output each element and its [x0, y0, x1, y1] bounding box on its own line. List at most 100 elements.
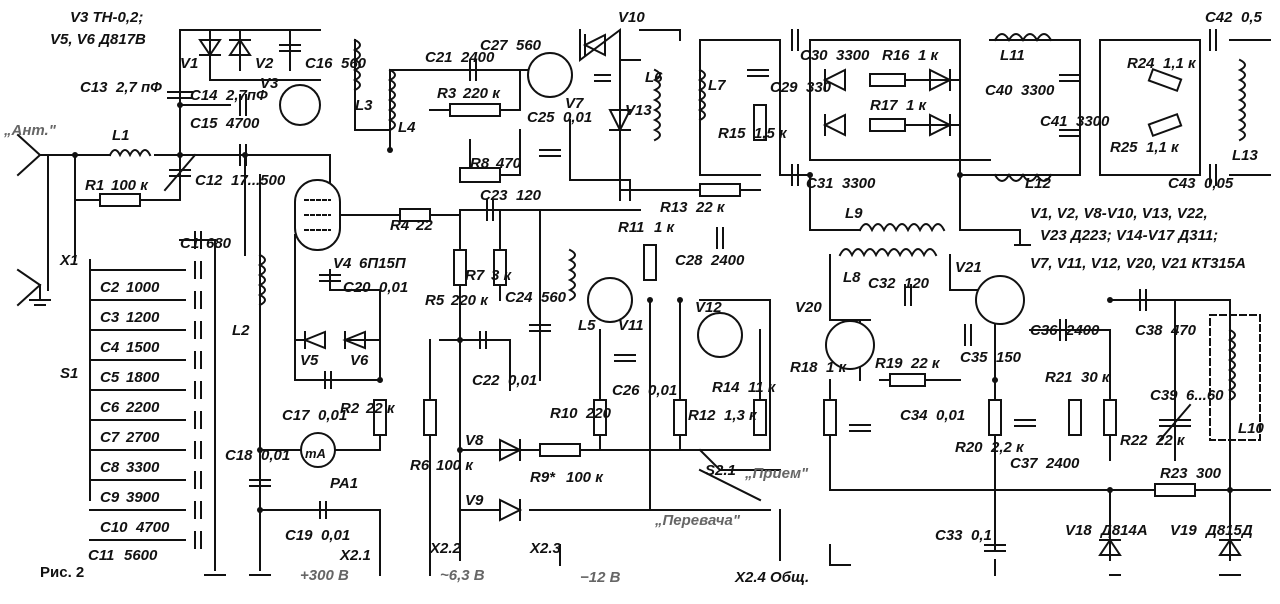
- component-value-r5: 220 к: [450, 292, 489, 309]
- resistor-r14: [753, 399, 767, 436]
- capacitor-c28: [716, 227, 724, 249]
- component-ref-c11: C11: [88, 547, 114, 564]
- component-ref-v5: V5: [300, 352, 319, 369]
- component-value-v19: Д815Д: [1204, 522, 1253, 539]
- component-value-r10: 220: [585, 405, 612, 422]
- capacitor-c19: [319, 501, 327, 519]
- component-ref-c24: C24: [505, 289, 533, 306]
- component-value-c8: 3300: [126, 459, 160, 476]
- capacitor-c6: [194, 381, 202, 399]
- resistor-r4: [399, 208, 431, 222]
- component-value-c17: 0,01: [318, 407, 347, 424]
- component-ref-c41: C41: [1040, 113, 1068, 130]
- component-value-r18: 1 к: [826, 359, 848, 376]
- component-ref-v13: V13: [625, 102, 652, 119]
- transistor-v11: [587, 277, 633, 323]
- component-ref-c27: C27: [480, 37, 508, 54]
- component-ref-l10: L10: [1238, 420, 1265, 437]
- component-value-r11: 1 к: [654, 219, 676, 236]
- ground-symbol: [1014, 174, 1271, 246]
- component-ref-v4: V4: [333, 255, 352, 272]
- component-ref-v10: V10: [618, 9, 645, 26]
- capacitor-c20: [319, 274, 341, 282]
- capacitor-c17: [324, 371, 332, 389]
- resistor-r20: [988, 399, 1002, 436]
- component-value-r6: 100 к: [436, 457, 474, 474]
- zener-v19: [1218, 538, 1242, 556]
- component-ref-r17: R17: [870, 97, 898, 114]
- component-ref-r4: R4: [390, 217, 410, 234]
- labels: Рис. 2 V3 ТН-0,2; V5, V6 Д817В V1, V2, V…: [3, 9, 1246, 586]
- inductor-l5: [567, 248, 576, 302]
- component-value-r2: 22 к: [365, 400, 396, 417]
- component-ref-v11: V11: [618, 317, 644, 334]
- component-value-c4: 1500: [126, 339, 160, 356]
- component-value-c10: 4700: [135, 519, 170, 536]
- diode-v16: [822, 113, 846, 137]
- transistor-v20: [825, 320, 875, 370]
- component-value-r7: 3 к: [491, 267, 513, 284]
- component-ref-l4: L4: [398, 119, 416, 136]
- capacitor-c43: [1209, 164, 1217, 186]
- figure-caption: Рис. 2: [40, 564, 84, 581]
- capacitor-c40: [1059, 74, 1081, 82]
- capacitor-c13: [167, 91, 193, 99]
- diode-v5: [302, 330, 326, 350]
- junction-dots: [72, 102, 1233, 513]
- capacitor-c7: [194, 411, 202, 429]
- capacitor-c24: [529, 324, 551, 332]
- connector-x24: X2.4 Общ.: [734, 569, 809, 586]
- component-ref-c7: C7: [100, 429, 120, 446]
- resistor-r9: [539, 443, 581, 457]
- resistor-r22: [1103, 399, 1117, 436]
- component-ref-c38: C38: [1135, 322, 1163, 339]
- component-ref-r9: R9*: [530, 469, 556, 486]
- wiring: [16, 28, 1271, 576]
- component-ref-c35: C35: [960, 349, 988, 366]
- component-ref-c26: C26: [612, 382, 640, 399]
- capacitor-c23: [486, 199, 494, 221]
- component-value-c26: 0,01: [648, 382, 677, 399]
- diode-v9: [499, 498, 523, 522]
- component-value-c19: 0,01: [321, 527, 350, 544]
- capacitor-c8: [194, 441, 202, 459]
- capacitor-c33: [984, 544, 1006, 552]
- diode-v10: [582, 33, 606, 57]
- component-ref-c33: C33: [935, 527, 963, 544]
- component-ref-l8: L8: [843, 269, 861, 286]
- component-value-c21: 2400: [460, 49, 495, 66]
- capacitor-c1: [194, 231, 202, 249]
- transistor-v12: [697, 312, 743, 358]
- component-ref-l5: L5: [578, 317, 596, 334]
- component-value-c11: 5600: [124, 547, 158, 564]
- component-ref-v18: V18: [1065, 522, 1092, 539]
- connector-x23: X2.3: [529, 540, 562, 557]
- component-ref-c1: C1: [180, 235, 199, 252]
- resistor-r24: [1147, 67, 1183, 93]
- component-value-r24: 1,1 к: [1163, 55, 1197, 72]
- component-value-c12: 17...500: [231, 172, 286, 189]
- component-ref-r19: R19: [875, 355, 903, 372]
- component-value-r17: 1 к: [906, 97, 928, 114]
- component-ref-c14: C14: [190, 87, 218, 104]
- component-ref-c36: C36: [1030, 322, 1058, 339]
- component-ref-r24: R24: [1127, 55, 1155, 72]
- component-ref-r8: R8: [470, 155, 490, 172]
- component-value-c1: 680: [206, 235, 232, 252]
- component-ref-v6: V6: [350, 352, 369, 369]
- diode-v8: [499, 438, 523, 462]
- capacitor-c29: [747, 69, 769, 77]
- capacitor-c36: [1059, 319, 1067, 341]
- inductor-l8: [838, 248, 938, 258]
- component-value-r13: 22 к: [695, 199, 726, 216]
- component-ref-v9: V9: [465, 492, 484, 509]
- component-value-c42: 0,5: [1241, 9, 1263, 26]
- capacitor-c5: [194, 351, 202, 369]
- component-value-c16: 560: [341, 55, 367, 72]
- resistor-r25: [1147, 112, 1183, 138]
- capacitor-c22: [479, 331, 487, 349]
- component-ref-c15: C15: [190, 115, 218, 132]
- switch-s21-label: S2.1: [705, 462, 736, 479]
- antenna-label: „Ант.": [3, 122, 57, 139]
